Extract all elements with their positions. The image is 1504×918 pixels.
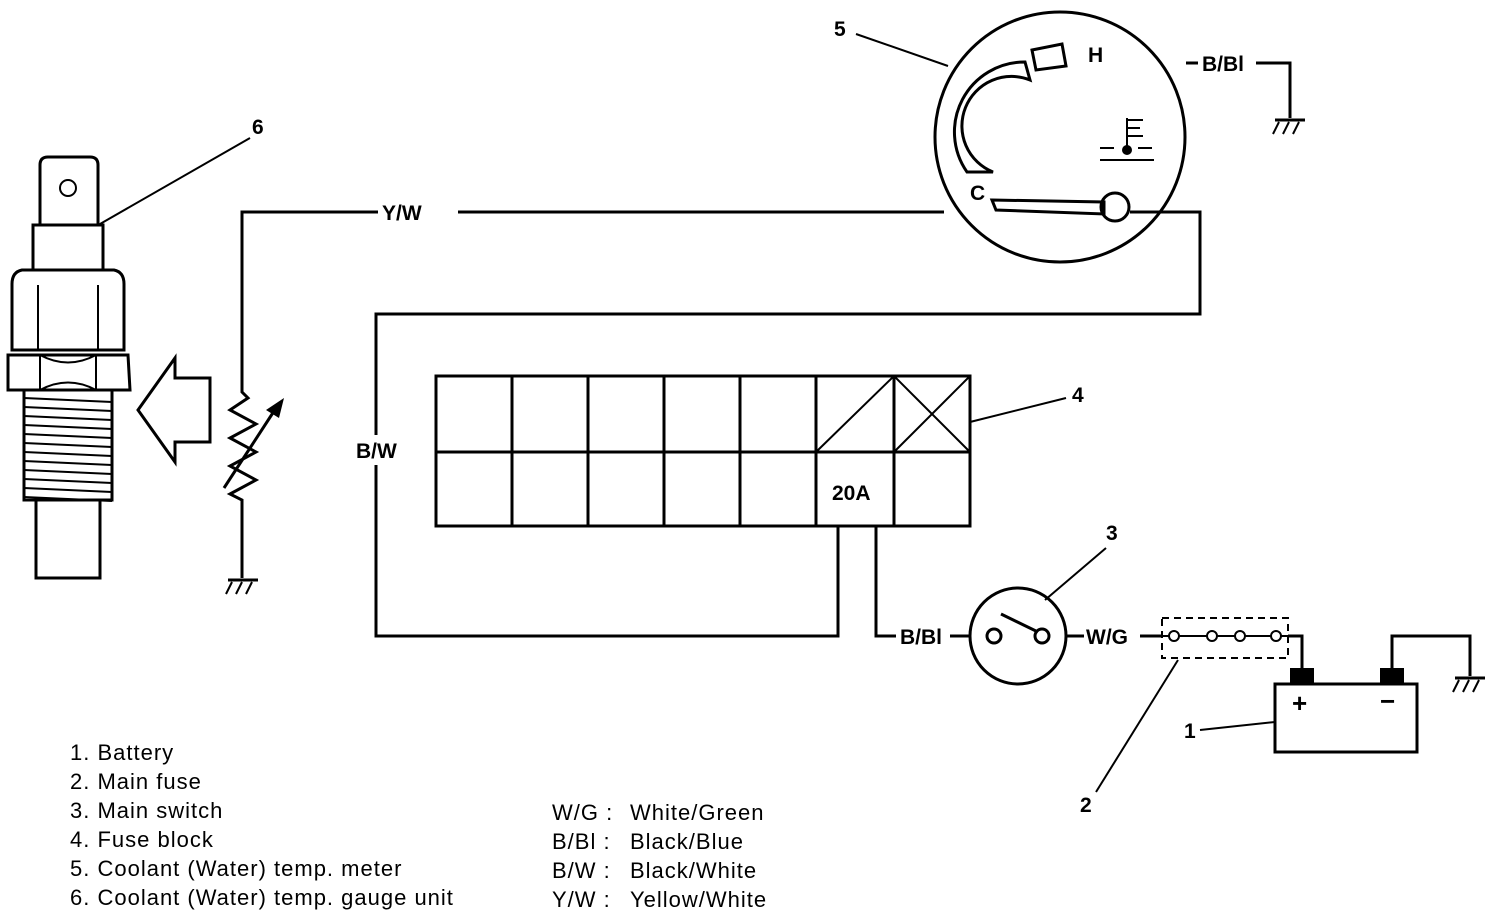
color-code: B/Bl : <box>552 829 611 854</box>
color-name: Black/Blue <box>630 829 744 854</box>
wire-label-w-g: W/G <box>1086 626 1128 649</box>
wire-battery-ground <box>1390 634 1472 676</box>
thread-line <box>23 451 113 457</box>
wire-y-w <box>240 210 944 218</box>
main-fuse <box>1161 617 1289 659</box>
thread-line <box>23 478 113 484</box>
legend-item: 1. Battery <box>70 740 174 765</box>
callout-6: 6 <box>99 116 264 225</box>
callout-3: 3 <box>1044 522 1118 601</box>
callout-number: 6 <box>252 116 264 139</box>
wire-label-b-bl-switch: B/Bl <box>900 626 942 649</box>
ground-symbol <box>1452 676 1485 693</box>
callout-1: 1 <box>1184 720 1276 743</box>
color-name: Black/White <box>630 858 757 883</box>
battery-positive-mark: + <box>1292 688 1307 718</box>
wire-fuse-battery <box>1288 634 1304 670</box>
temp-gauge-unit <box>6 155 132 580</box>
callout-4: 4 <box>969 384 1084 423</box>
ground-symbol <box>1272 118 1305 135</box>
battery-negative-mark: − <box>1380 686 1395 716</box>
thread-line <box>23 406 113 412</box>
thread-line <box>23 415 113 421</box>
heat-arrow-icon <box>136 353 212 467</box>
callout-number: 3 <box>1106 522 1118 545</box>
meter-cold-mark: C <box>970 182 985 205</box>
wire-label-y-w: Y/W <box>382 202 422 225</box>
color-code: W/G : <box>552 800 613 825</box>
thread-line <box>23 442 113 448</box>
wire-b-bl-fuse <box>874 526 896 638</box>
legend-item: 6. Coolant (Water) temp. gauge unit <box>70 885 454 910</box>
callout-5: 5 <box>834 18 949 67</box>
legend-item: 2. Main fuse <box>70 769 202 794</box>
thread-line <box>23 397 113 403</box>
wire-meter-ground <box>1256 61 1292 118</box>
callout-number: 5 <box>834 18 846 41</box>
thermometer-icon <box>1100 118 1154 161</box>
legend-item: 3. Main switch <box>70 798 223 823</box>
color-legend: W/G : White/Green B/Bl : Black/Blue B/W … <box>552 800 767 912</box>
thread-line <box>23 469 113 475</box>
thread-line <box>23 433 113 439</box>
color-code: B/W : <box>552 858 611 883</box>
wire-b-w <box>374 210 1202 638</box>
color-code: Y/W : <box>552 887 611 912</box>
wire-label-b-w: B/W <box>356 440 397 463</box>
fuse-block: 20A <box>434 374 972 528</box>
callout-2: 2 <box>1080 659 1179 817</box>
color-name: White/Green <box>630 800 765 825</box>
legend-item: 4. Fuse block <box>70 827 214 852</box>
meter-hot-mark: H <box>1088 44 1103 67</box>
callout-number: 1 <box>1184 720 1196 743</box>
thread-line <box>23 460 113 466</box>
variable-resistor <box>222 218 284 578</box>
main-switch <box>968 586 1068 686</box>
callout-number: 2 <box>1080 794 1092 817</box>
fuse-rating-label: 20A <box>832 482 871 505</box>
thread-line <box>23 424 113 430</box>
ground-symbol <box>225 578 258 595</box>
thread-line <box>23 487 113 493</box>
battery: + − <box>1273 668 1419 754</box>
legend-item: 5. Coolant (Water) temp. meter <box>70 856 402 881</box>
wire-label-b-bl-meter: B/Bl <box>1202 53 1244 76</box>
color-name: Yellow/White <box>630 887 767 912</box>
temp-meter: H C <box>933 10 1187 264</box>
callout-number: 4 <box>1072 384 1084 407</box>
component-legend: 1. Battery 2. Main fuse 3. Main switch 4… <box>70 740 454 910</box>
